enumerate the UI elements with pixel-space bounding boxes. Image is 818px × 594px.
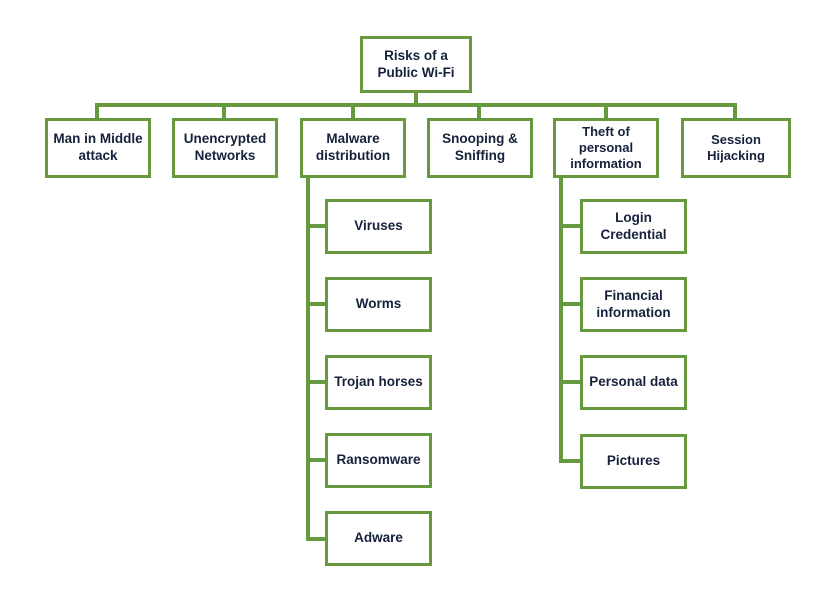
connector-malware-branch-trojan [306, 380, 328, 384]
connector-stem-man-in-middle [95, 103, 99, 119]
connector-stem-unencrypted [222, 103, 226, 119]
node-financial-information-label: Financial information [596, 287, 671, 320]
node-snooping-sniffing-label: Snooping & Sniffing [442, 131, 518, 163]
connector-theft-branch-pictures [559, 459, 582, 463]
connector-stem-snooping [477, 103, 481, 119]
node-man-in-middle-attack-label: Man in Middle attack [53, 131, 143, 163]
node-ransomware[interactable]: Ransomware [325, 433, 432, 488]
connector-malware-branch-worms [306, 302, 328, 306]
node-login-credential-label: Login Credential [600, 209, 667, 242]
node-viruses[interactable]: Viruses [325, 199, 432, 254]
node-trojan-horses[interactable]: Trojan horses [325, 355, 432, 410]
node-personal-data-label: Personal data [589, 374, 678, 390]
node-pictures-label: Pictures [606, 453, 661, 469]
node-worms-label: Worms [355, 296, 402, 312]
connector-root-stem [414, 92, 418, 106]
connector-stem-theft [604, 103, 608, 119]
node-adware-label: Adware [354, 530, 403, 546]
connector-malware-spine [306, 177, 310, 541]
connector-level1-bus [95, 103, 735, 107]
node-root[interactable]: Risks of a Public Wi-Fi [360, 36, 472, 93]
node-pictures[interactable]: Pictures [580, 434, 687, 489]
connector-theft-branch-financial [559, 302, 582, 306]
node-worms[interactable]: Worms [325, 277, 432, 332]
node-unencrypted-networks[interactable]: Unencrypted Networks [172, 118, 278, 178]
node-snooping-sniffing[interactable]: Snooping & Sniffing [427, 118, 533, 178]
node-malware-distribution-label: Malware distribution [315, 131, 391, 163]
node-ransomware-label: Ransomware [336, 452, 421, 468]
node-theft-of-personal-information-label: Theft of personal information [570, 123, 642, 172]
node-adware[interactable]: Adware [325, 511, 432, 566]
node-unencrypted-networks-label: Unencrypted Networks [183, 131, 267, 163]
node-session-hijacking[interactable]: Session Hijacking [681, 118, 791, 178]
node-root-label: Risks of a Public Wi-Fi [377, 47, 455, 80]
connector-stem-malware [351, 103, 355, 119]
connector-theft-branch-personal [559, 380, 582, 384]
node-man-in-middle-attack[interactable]: Man in Middle attack [45, 118, 151, 178]
node-login-credential[interactable]: Login Credential [580, 199, 687, 254]
connector-stem-session [733, 103, 737, 119]
connector-malware-branch-viruses [306, 224, 328, 228]
connector-malware-branch-adware [306, 537, 328, 541]
node-trojan-horses-label: Trojan horses [334, 374, 423, 390]
node-session-hijacking-label: Session Hijacking [707, 131, 765, 163]
connector-malware-branch-ransomware [306, 458, 328, 462]
connector-theft-branch-login [559, 224, 582, 228]
node-financial-information[interactable]: Financial information [580, 277, 687, 332]
node-malware-distribution[interactable]: Malware distribution [300, 118, 406, 178]
node-personal-data[interactable]: Personal data [580, 355, 687, 410]
node-viruses-label: Viruses [354, 218, 403, 234]
connector-malware-drop [306, 177, 310, 185]
node-theft-of-personal-information[interactable]: Theft of personal information [553, 118, 659, 178]
connector-theft-spine [559, 177, 563, 463]
